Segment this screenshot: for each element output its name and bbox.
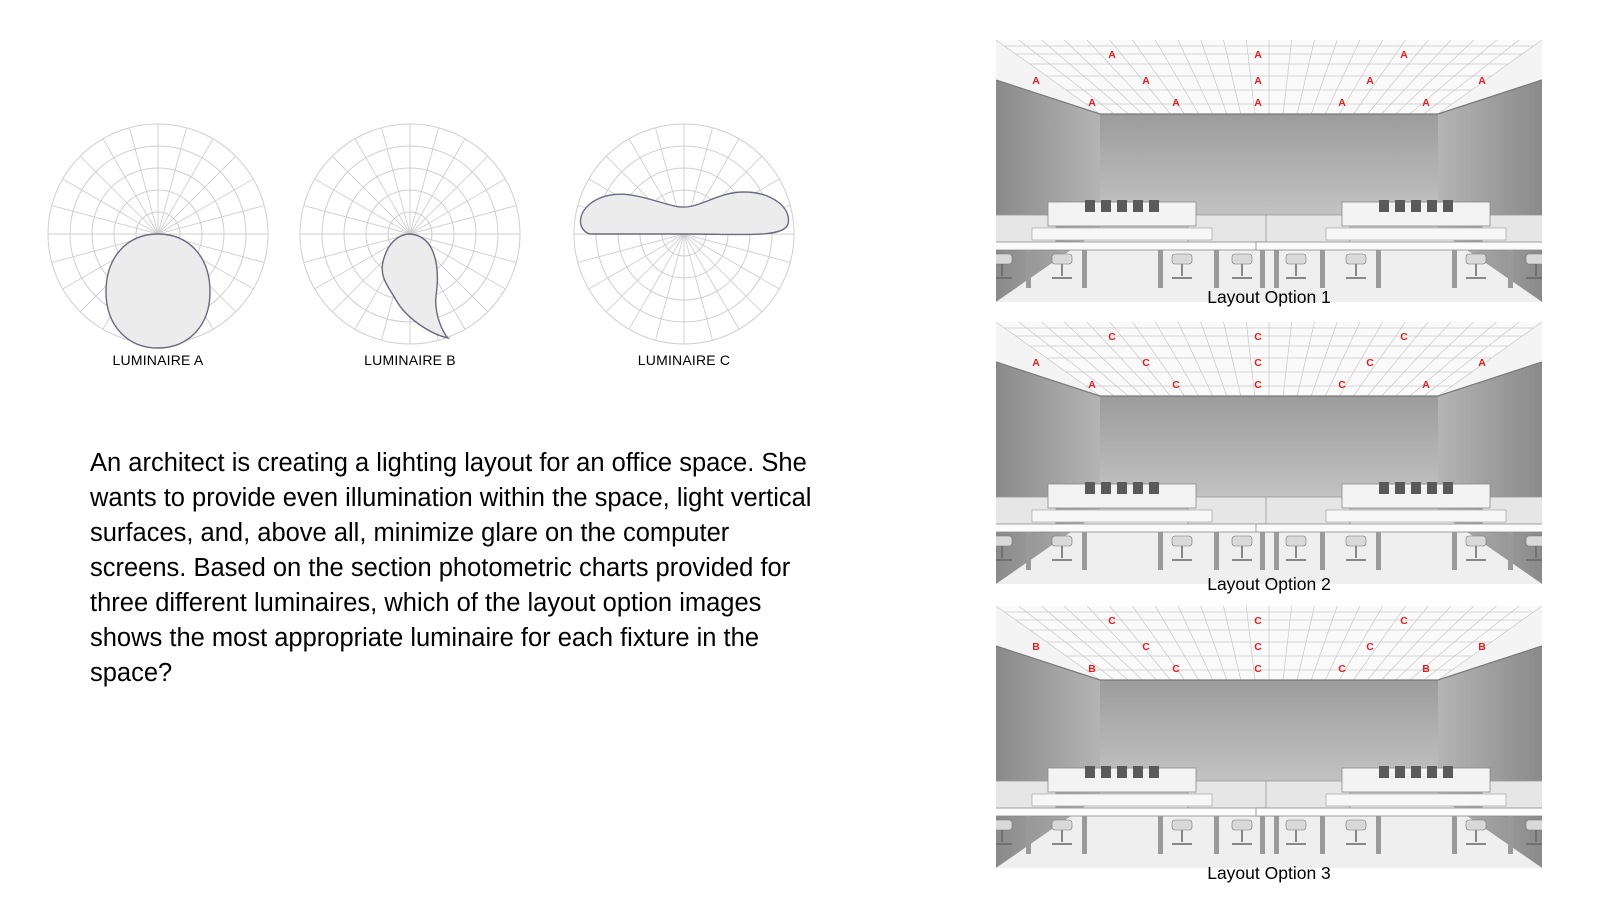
fixture-marker: C (1254, 331, 1262, 343)
polar-chart-luminaire-a (42, 118, 274, 350)
layout-option-1-label: Layout Option 1 (1207, 287, 1331, 307)
fixture-marker: C (1142, 641, 1150, 653)
fixture-marker: A (1088, 379, 1096, 391)
fixture-marker: C (1254, 663, 1262, 675)
fixture-marker: A (1254, 75, 1262, 87)
fixture-marker: A (1400, 49, 1408, 61)
polar-chart-luminaire-c (568, 118, 800, 350)
workstation-cluster (1255, 200, 1542, 288)
fixture-marker: A (1254, 49, 1262, 61)
fixture-marker: C (1366, 357, 1374, 369)
fixture-marker: B (1478, 641, 1486, 653)
workstation-cluster (1255, 766, 1542, 854)
fixture-marker: C (1254, 615, 1262, 627)
candela-curve (105, 233, 211, 349)
fixture-marker: A (1108, 49, 1116, 61)
fixture-marker: A (1032, 357, 1040, 369)
candela-curve (579, 191, 790, 236)
fixture-marker: A (1422, 97, 1430, 109)
workstation-cluster (996, 766, 1283, 854)
fixture-marker: C (1254, 641, 1262, 653)
fixture-marker: C (1254, 379, 1262, 391)
fixture-marker: A (1254, 97, 1262, 109)
fixture-marker: C (1254, 357, 1262, 369)
fixture-marker: A (1172, 97, 1180, 109)
polar-chart-downlight-icon (47, 123, 269, 349)
fixture-marker: A (1478, 75, 1486, 87)
fixture-marker: A (1142, 75, 1150, 87)
workstation-cluster (996, 200, 1283, 288)
fixture-marker: C (1108, 331, 1116, 343)
fixture-marker: C (1172, 379, 1180, 391)
luminaire-b-label: LUMINAIRE B (364, 352, 456, 368)
candela-curve (381, 233, 451, 340)
fixture-marker: C (1400, 331, 1408, 343)
fixture-marker: C (1142, 357, 1150, 369)
fixture-marker: A (1338, 97, 1346, 109)
fixture-marker: B (1088, 663, 1096, 675)
fixture-marker: C (1172, 663, 1180, 675)
fixture-marker: C (1400, 615, 1408, 627)
fixture-marker: A (1422, 379, 1430, 391)
workstation-cluster (996, 482, 1283, 570)
fixture-marker: C (1338, 663, 1346, 675)
workstation-cluster (1255, 482, 1542, 570)
fixture-marker: B (1032, 641, 1040, 653)
fixture-marker: A (1478, 357, 1486, 369)
fixture-marker: C (1108, 615, 1116, 627)
fixture-marker: A (1366, 75, 1374, 87)
polar-chart-asymmetric-icon (299, 123, 521, 345)
fixture-marker: A (1088, 97, 1096, 109)
question-text: An architect is creating a lighting layo… (90, 449, 812, 687)
fixture-marker: C (1366, 641, 1374, 653)
polar-chart-luminaire-b (294, 118, 526, 350)
polar-chart-uplight-icon (573, 123, 795, 345)
layout-option-3-label: Layout Option 3 (1207, 863, 1331, 883)
fixture-marker: B (1422, 663, 1430, 675)
fixture-marker: A (1032, 75, 1040, 87)
layout-option-2-label: Layout Option 2 (1207, 574, 1331, 594)
luminaire-a-label: LUMINAIRE A (112, 352, 204, 368)
fixture-marker: C (1338, 379, 1346, 391)
luminaire-c-label: LUMINAIRE C (637, 352, 731, 368)
